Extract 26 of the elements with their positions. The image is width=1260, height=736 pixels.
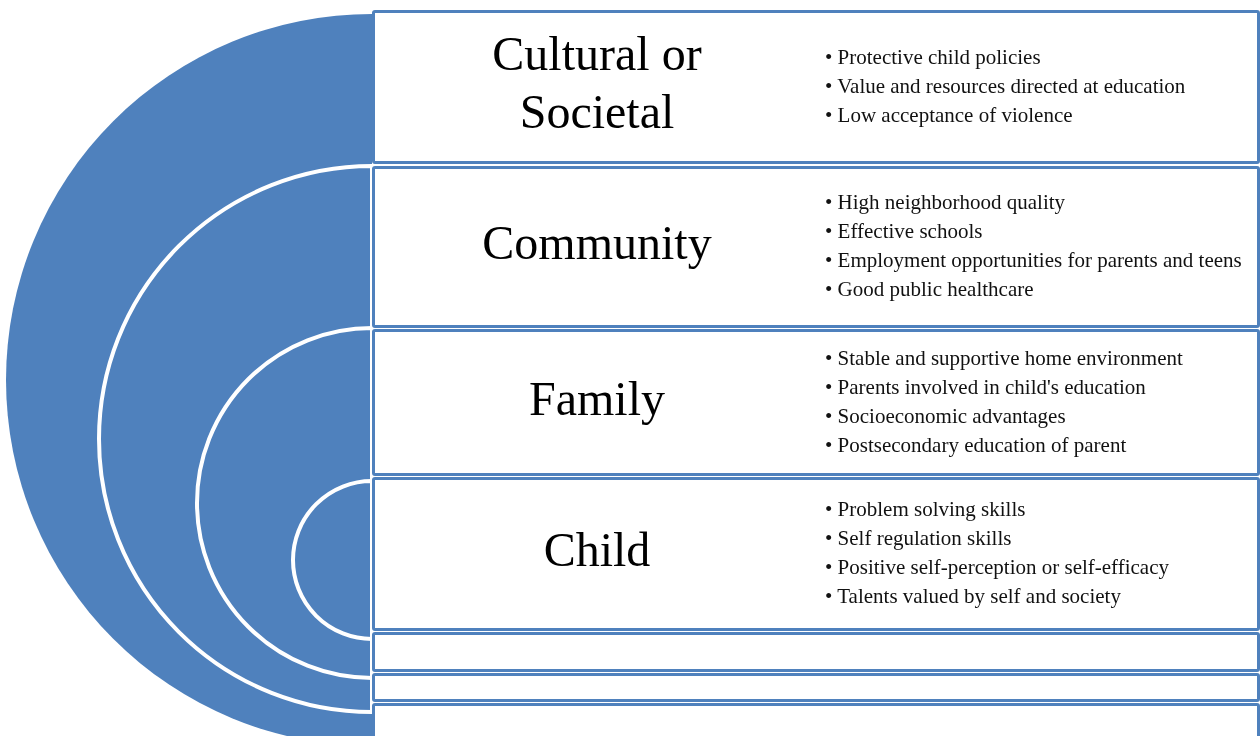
layer-box (372, 703, 1260, 736)
bullet-item: • Positive self-perception or self-efficacy (825, 554, 1170, 581)
layer-title: Cultural or Societal (491, 26, 703, 140)
bullet-item: • Low acceptance of violence (825, 101, 1074, 129)
layer-box (372, 166, 1260, 328)
layer-box (372, 632, 1260, 672)
bullet-item: • Protective child policies (825, 43, 1042, 71)
bullet-item: • Good public healthcare (825, 276, 1035, 303)
bullet-item: • Value and resources directed at education (825, 72, 1187, 100)
layer-box (372, 673, 1260, 702)
bullet-item: • Parents involved in child's education (825, 373, 1147, 401)
bullet-item: • Self regulation skills (825, 525, 1013, 552)
layer-box (372, 10, 1260, 164)
bullet-item: • Postsecondary education of parent (825, 431, 1128, 459)
bullet-item: • Stable and supportive home environment (825, 344, 1184, 372)
layer-box (372, 329, 1260, 476)
bullet-item: • High neighborhood quality (825, 189, 1067, 216)
bullet-item: • Effective schools (825, 218, 984, 245)
layer-box (372, 477, 1260, 631)
bullet-item: • Socioeconomic advantages (825, 402, 1067, 430)
layer-title: Family (528, 370, 666, 427)
bullet-item: • Employment opportunities for parents and teens (825, 247, 1243, 274)
layer-title: Child (542, 522, 652, 578)
bullet-item: • Talents valued by self and society (825, 583, 1122, 610)
layer-title: Community (481, 215, 713, 271)
bullet-item: • Problem solving skills (825, 496, 1027, 523)
